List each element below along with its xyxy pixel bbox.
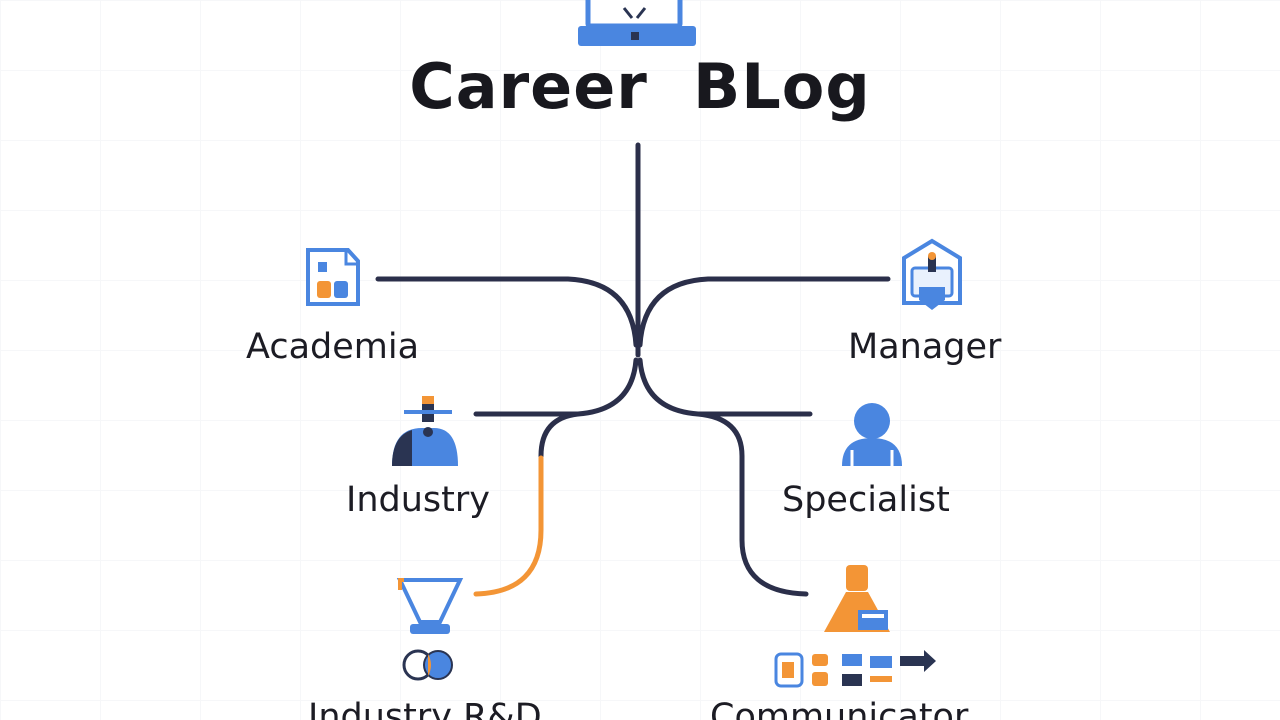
communicator-label: Communicator xyxy=(710,697,969,720)
specialist-label: Specialist xyxy=(782,480,950,520)
industry-label: Industry xyxy=(346,480,490,520)
industry-rd-lab-icon xyxy=(396,578,464,681)
industry-mixer-icon xyxy=(392,396,458,466)
page-title: Career BLog xyxy=(409,50,871,123)
specialist-person-icon xyxy=(842,403,902,466)
connector-academia xyxy=(375,276,639,348)
industry-rd-label: Industry R&D xyxy=(308,697,542,720)
manager-label: Manager xyxy=(848,327,1002,367)
academia-document-icon xyxy=(306,248,360,306)
connector-industry-rd-upper xyxy=(538,411,581,459)
connector-industry xyxy=(473,357,639,417)
communicator-tools-icon xyxy=(774,650,936,688)
manager-shield-icon xyxy=(902,238,962,310)
academia-label: Academia xyxy=(246,327,420,367)
connector-communicator xyxy=(695,411,809,597)
communicator-person-icon xyxy=(824,565,890,632)
laptop-icon xyxy=(578,0,696,46)
connector-manager xyxy=(637,276,891,348)
connector-specialist xyxy=(637,357,813,417)
connector-industry-rd xyxy=(473,455,544,597)
